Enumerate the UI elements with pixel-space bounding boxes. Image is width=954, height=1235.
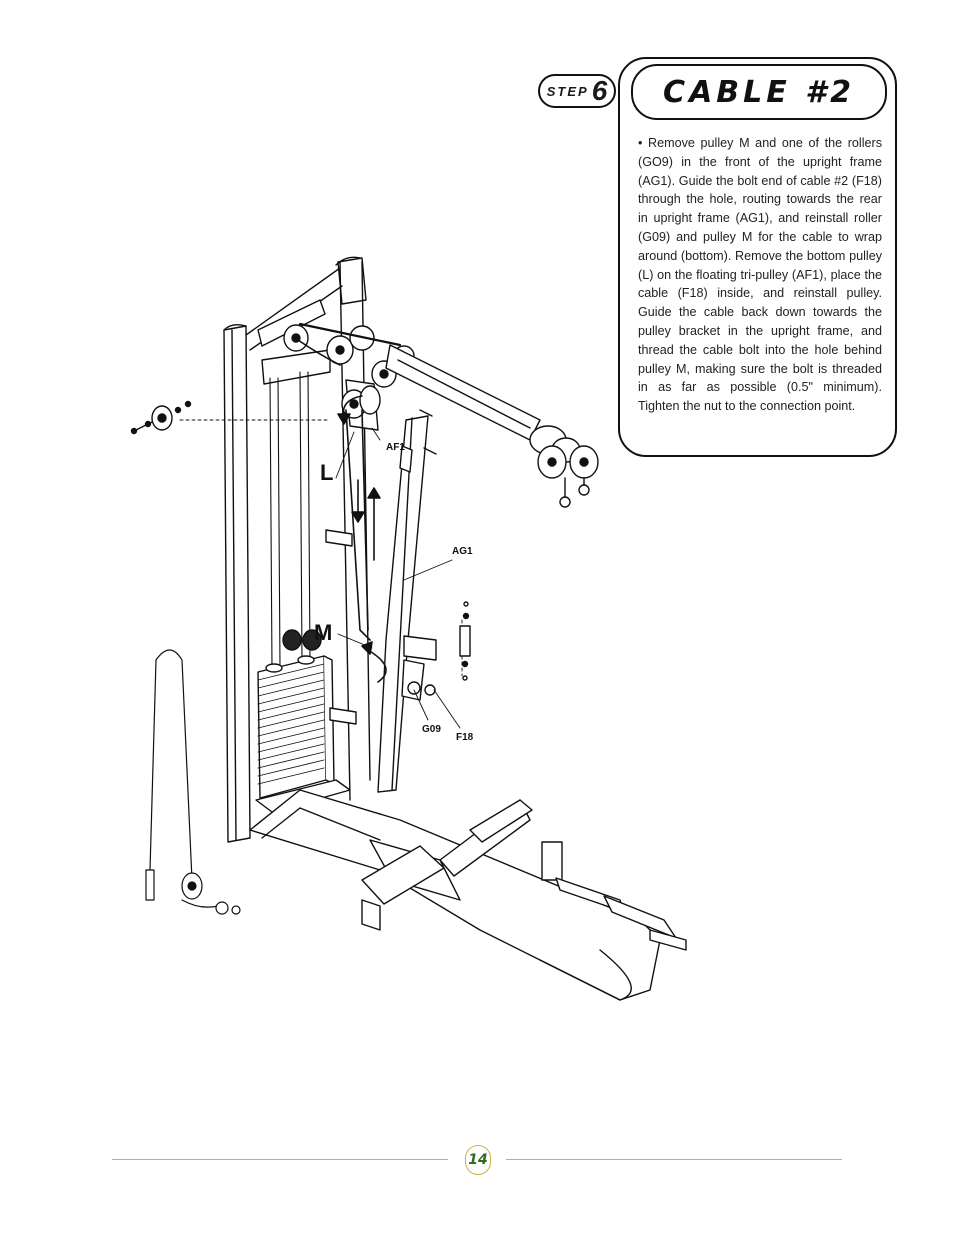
step-badge: STEP 6	[538, 74, 616, 108]
instruction-text: • Remove pulley M and one of the rollers…	[638, 136, 882, 414]
footer-rule-right	[506, 1159, 842, 1160]
rear-post-brackets	[325, 529, 357, 725]
weight-stack	[255, 655, 351, 813]
cable-path	[297, 339, 371, 641]
page-number: 14	[465, 1145, 491, 1175]
callout-l: L	[320, 460, 333, 485]
routing-arrows	[337, 395, 387, 683]
step-word: STEP	[546, 83, 589, 99]
callout-f18: F18	[456, 732, 474, 743]
footer-rule-left	[112, 1159, 448, 1160]
instruction-panel	[618, 57, 897, 457]
base-frame	[249, 789, 687, 1001]
guide-rods	[269, 371, 311, 669]
front-upright-ag1	[377, 409, 437, 793]
callout-af1: AF1	[386, 442, 405, 453]
stack-pulleys	[282, 629, 322, 651]
exploded-pulley-left	[130, 400, 192, 435]
exploded-roller-parts	[459, 601, 471, 681]
callout-ag1: AG1	[452, 546, 473, 557]
page-title: CABLE #2	[663, 74, 855, 110]
left-upright-post	[223, 323, 251, 843]
callout-m: M	[314, 620, 332, 645]
top-frame	[245, 267, 343, 385]
step-number: 6	[591, 75, 608, 106]
title-box: CABLE #2	[631, 64, 887, 120]
callout-g09: G09	[422, 724, 441, 735]
cable-f18-loose	[145, 649, 241, 915]
tri-pulley-af1	[341, 379, 381, 431]
high-pulley-arm	[385, 344, 599, 508]
